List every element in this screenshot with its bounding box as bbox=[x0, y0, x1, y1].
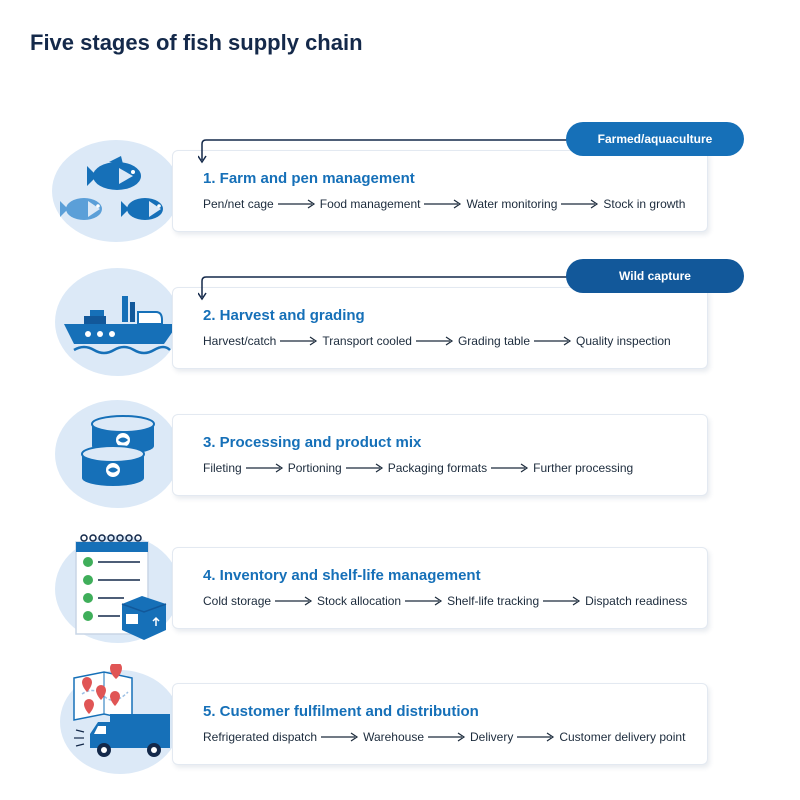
arrow-right-icon bbox=[428, 732, 466, 742]
checklist-box-icon bbox=[75, 534, 167, 640]
step: Harvest/catch bbox=[203, 334, 277, 348]
stage-title: 5. Customer fulfilment and distribution bbox=[203, 703, 479, 720]
step: Quality inspection bbox=[576, 334, 671, 348]
step: Cold storage bbox=[203, 594, 272, 608]
arrow-right-icon bbox=[345, 463, 384, 473]
step: Transport cooled bbox=[322, 334, 412, 348]
badge-wild-capture: Wild capture bbox=[566, 259, 744, 293]
step: Portioning bbox=[287, 461, 342, 475]
arrow-right-icon bbox=[561, 199, 599, 209]
stage-steps: Pen/net cage Food management Water monit… bbox=[203, 197, 685, 211]
step: Warehouse bbox=[363, 730, 424, 744]
step: Packaging formats bbox=[387, 461, 488, 475]
delivery-truck-icon bbox=[73, 664, 170, 757]
stage-steps: Cold storage Stock allocation Shelf-life… bbox=[203, 594, 687, 608]
step: Fileting bbox=[203, 461, 242, 475]
stage-card-5: 5. Customer fulfilment and distribution … bbox=[172, 683, 708, 765]
stage-steps: Harvest/catch Transport cooled Grading t… bbox=[203, 334, 671, 348]
stage-title: 2. Harvest and grading bbox=[203, 307, 365, 324]
page-title: Five stages of fish supply chain bbox=[30, 30, 363, 55]
step: Shelf-life tracking bbox=[447, 594, 540, 608]
stage-1-blob bbox=[52, 140, 180, 242]
step: Food management bbox=[319, 197, 421, 211]
arrow-right-icon bbox=[543, 596, 581, 606]
stage-card-2: 2. Harvest and grading Harvest/catch Tra… bbox=[172, 287, 708, 369]
ship-icon bbox=[64, 296, 178, 355]
arrow-right-icon bbox=[280, 336, 318, 346]
fish-group-icon bbox=[60, 156, 163, 220]
stage-title: 1. Farm and pen management bbox=[203, 170, 415, 187]
connector-arrow-icon bbox=[198, 276, 568, 301]
step: Stock allocation bbox=[317, 594, 402, 608]
stage-card-1: 1. Farm and pen management Pen/net cage … bbox=[172, 150, 708, 232]
stage-title: 4. Inventory and shelf-life management bbox=[203, 567, 481, 584]
arrow-right-icon bbox=[517, 732, 555, 742]
arrow-right-icon bbox=[534, 336, 572, 346]
arrow-right-icon bbox=[321, 732, 359, 742]
step: Dispatch readiness bbox=[585, 594, 688, 608]
stage-title: 3. Processing and product mix bbox=[203, 434, 422, 451]
step: Stock in growth bbox=[603, 197, 686, 211]
arrow-right-icon bbox=[491, 463, 529, 473]
arrow-right-icon bbox=[277, 199, 316, 209]
arrow-right-icon bbox=[424, 199, 462, 209]
step: Customer delivery point bbox=[559, 730, 686, 744]
step: Refrigerated dispatch bbox=[203, 730, 318, 744]
stage-steps: Refrigerated dispatch Warehouse Delivery… bbox=[203, 730, 685, 744]
cans-icon bbox=[81, 415, 155, 486]
connector-arrow-icon bbox=[198, 139, 568, 164]
step: Delivery bbox=[470, 730, 514, 744]
step: Pen/net cage bbox=[203, 197, 274, 211]
badge-farmed: Farmed/aquaculture bbox=[566, 122, 744, 156]
step: Further processing bbox=[533, 461, 634, 475]
arrow-right-icon bbox=[415, 336, 454, 346]
stage-card-3: 3. Processing and product mix Fileting P… bbox=[172, 414, 708, 496]
step: Grading table bbox=[457, 334, 531, 348]
step: Water monitoring bbox=[466, 197, 558, 211]
arrow-right-icon bbox=[405, 596, 443, 606]
arrow-right-icon bbox=[245, 463, 284, 473]
arrow-right-icon bbox=[275, 596, 313, 606]
stage-card-4: 4. Inventory and shelf-life management C… bbox=[172, 547, 708, 629]
stage-steps: Fileting Portioning Packaging formats Fu… bbox=[203, 461, 633, 475]
